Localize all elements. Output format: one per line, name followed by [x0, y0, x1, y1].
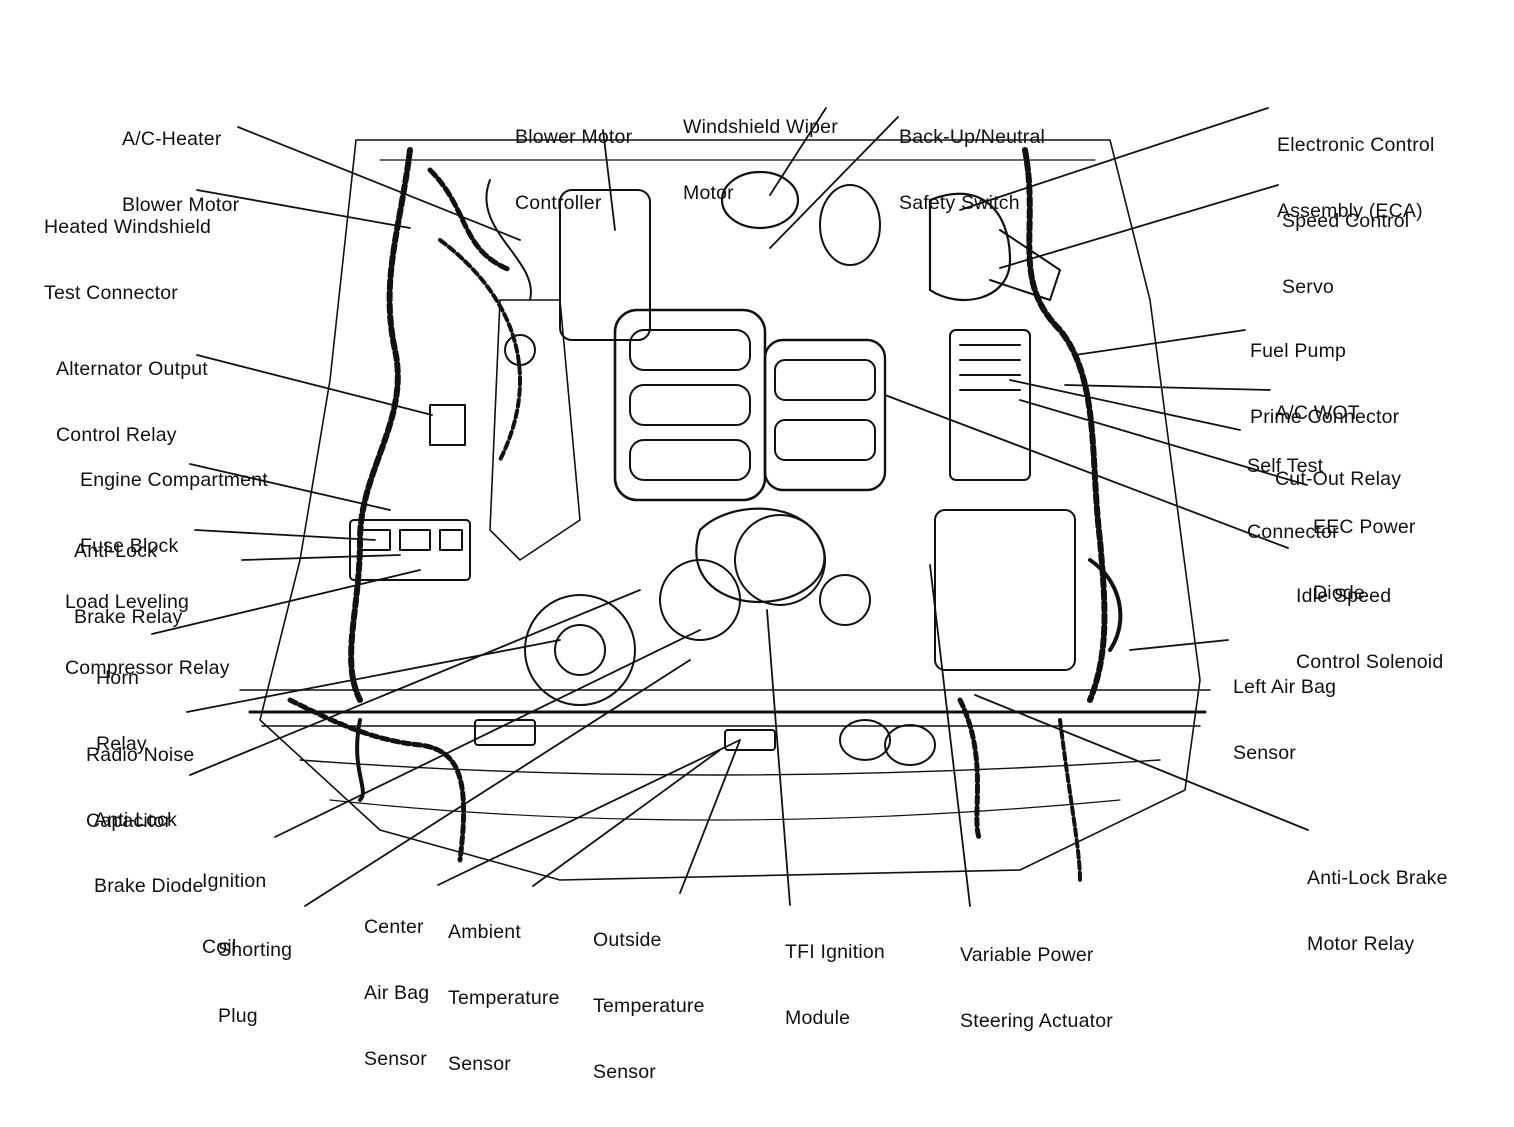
label-eec-power-diode: EEC Power Diode — [1313, 516, 1416, 604]
label-idle-speed-control-solenoid: Idle Speed Control Solenoid — [1296, 585, 1444, 673]
label-radio-noise-capacitor: Radio Noise Capacitor — [86, 744, 195, 832]
label-left-air-bag-sensor: Left Air Bag Sensor — [1233, 676, 1337, 764]
label-load-leveling-compressor-relay: Load Leveling Compressor Relay — [65, 591, 230, 679]
label-outside-temperature-sensor: Outside Temperature Sensor — [593, 929, 705, 1083]
label-horn-relay: Horn Relay — [96, 667, 147, 755]
label-center-air-bag-sensor: Center Air Bag Sensor — [364, 916, 430, 1070]
label-electronic-control-assembly: Electronic Control Assembly (ECA) — [1277, 134, 1435, 222]
label-fuel-pump-prime-connector: Fuel Pump Prime Connector — [1250, 340, 1400, 428]
label-heated-windshield-test-connector: Heated Windshield Test Connector — [44, 216, 212, 304]
label-alternator-output-control-relay: Alternator Output Control Relay — [56, 358, 208, 446]
label-ac-heater-blower-motor: A/C-Heater Blower Motor — [122, 128, 240, 216]
label-ignition-coil: Ignition Coil — [202, 870, 267, 958]
label-anti-lock-brake-diode: Anti-Lock Brake Diode — [94, 809, 204, 897]
label-engine-compartment-fuse-block: Engine Compartment Fuse Block — [80, 469, 268, 557]
label-tfi-ignition-module: TFI Ignition Module — [785, 941, 885, 1029]
label-back-up-neutral-safety-switch: Back-Up/Neutral Safety Switch — [899, 126, 1046, 214]
label-variable-power-steering-actuator: Variable Power Steering Actuator — [960, 944, 1113, 1032]
label-self-test-connector: Self Test Connector — [1247, 455, 1339, 543]
label-blower-motor-controller: Blower Motor Controller — [515, 126, 633, 214]
label-windshield-wiper-motor: Windshield Wiper Motor — [683, 116, 838, 204]
engine-compartment-illustration — [151, 107, 1309, 907]
label-ambient-temperature-sensor: Ambient Temperature Sensor — [448, 921, 560, 1075]
label-speed-control-servo: Speed Control Servo — [1282, 210, 1410, 298]
label-shorting-plug: Shorting Plug — [218, 939, 293, 1027]
label-anti-lock-brake-relay: Anti-Lock Brake Relay — [74, 540, 183, 628]
label-ac-wot-cut-out-relay: A/C WOT Cut-Out Relay — [1275, 402, 1402, 490]
engine-compartment-diagram: A/C-Heater Blower Motor Heated Windshiel… — [44, 107, 1448, 1083]
label-anti-lock-brake-motor-relay: Anti-Lock Brake Motor Relay — [1307, 867, 1448, 955]
